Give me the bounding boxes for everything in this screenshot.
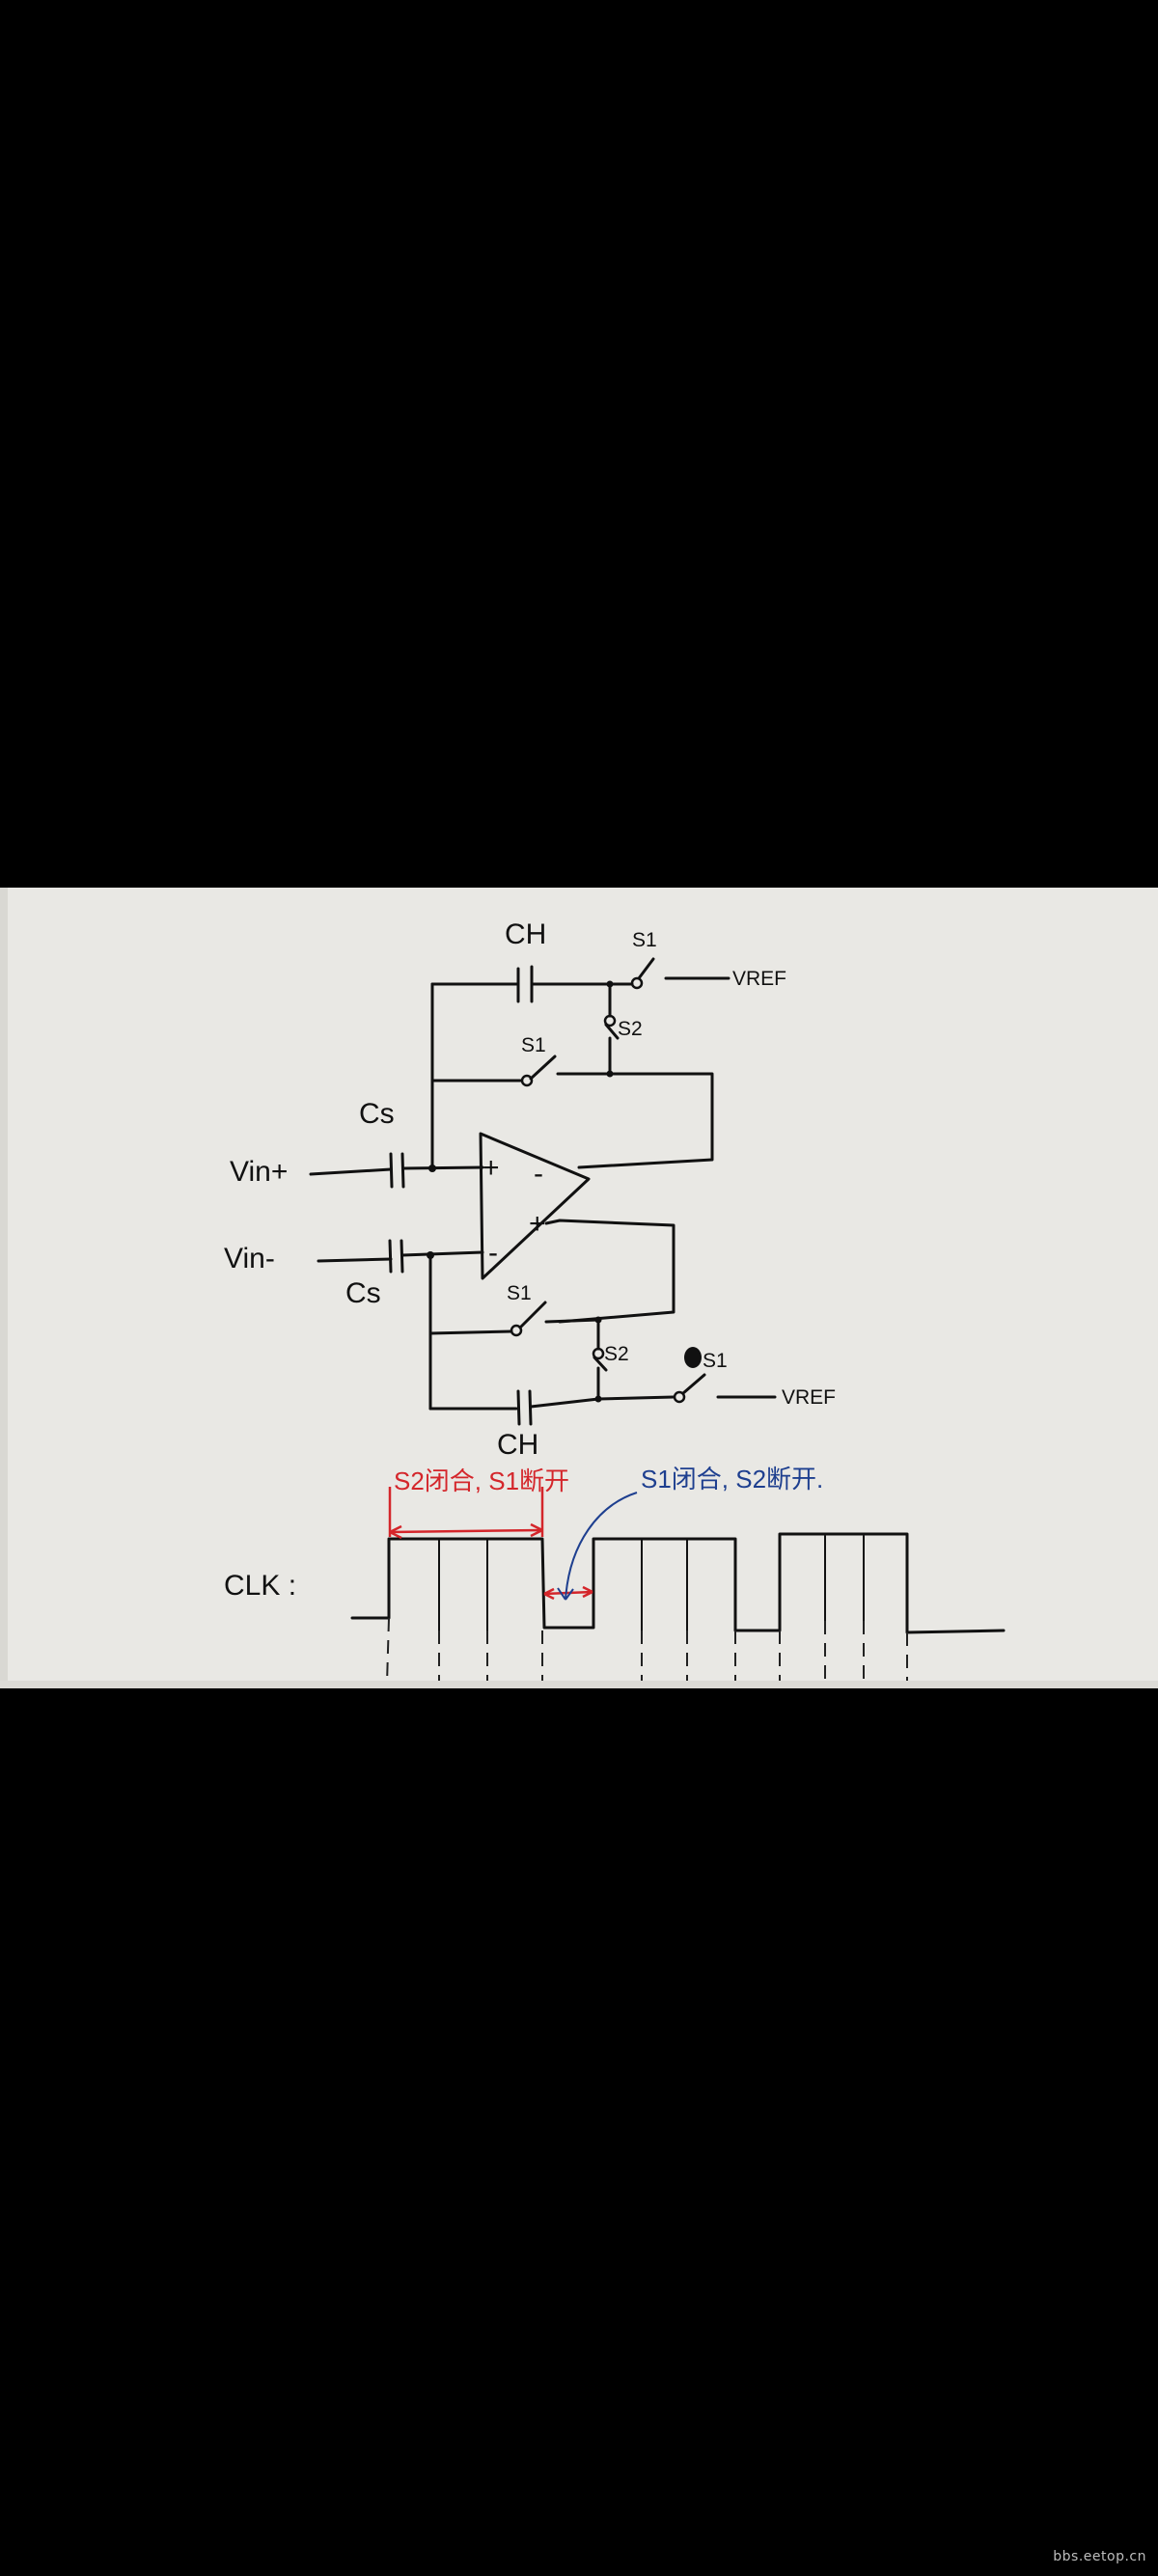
label-vref-bottom: VREF <box>782 1386 836 1409</box>
watermark: bbs.eetop.cn <box>1053 2549 1146 2564</box>
circuit-diagram: + - + - <box>224 918 1006 1685</box>
blue-annotation: S1闭合, S2断开. <box>557 1465 823 1601</box>
opamp-minus-top: - <box>534 1158 543 1190</box>
clock-waveform: CLK : <box>224 1532 1006 1685</box>
label-vref-top: VREF <box>732 968 786 990</box>
label-s1-top: S1 <box>632 929 657 951</box>
label-vin-neg: Vin- <box>224 1243 275 1274</box>
label-cs-top: Cs <box>359 1098 395 1130</box>
label-cs-bottom: Cs <box>345 1277 381 1309</box>
page-bottom-edge <box>0 1681 1158 1688</box>
top-feedback-network <box>430 957 731 1169</box>
notebook-page: + - + - <box>0 888 1158 1688</box>
label-ch-top: CH <box>505 918 546 950</box>
label-s1-bottom: S1 <box>703 1350 728 1372</box>
opamp-plus-top: + <box>482 1152 500 1184</box>
label-ch-bottom: CH <box>497 1429 538 1461</box>
label-s1-lower: S1 <box>507 1282 532 1304</box>
clk-label: CLK : <box>224 1570 296 1602</box>
opamp-minus-bottom: - <box>488 1237 498 1269</box>
label-vin-pos: Vin+ <box>230 1156 288 1188</box>
label-s2-bottom: S2 <box>604 1343 629 1365</box>
label-s2-top: S2 <box>618 1018 643 1040</box>
label-s1-middle: S1 <box>521 1034 546 1056</box>
op-amp: + - + - <box>479 1132 676 1324</box>
annotation-red-text: S2闭合, S1断开 <box>394 1466 569 1495</box>
input-network <box>309 1152 484 1274</box>
annotation-blue-text: S1闭合, S2断开. <box>641 1465 823 1494</box>
bottom-feedback-network <box>428 1253 777 1426</box>
red-annotation: S2闭合, S1断开 <box>388 1466 593 1601</box>
opamp-plus-bottom: + <box>529 1208 546 1240</box>
page-edge <box>0 888 8 1688</box>
